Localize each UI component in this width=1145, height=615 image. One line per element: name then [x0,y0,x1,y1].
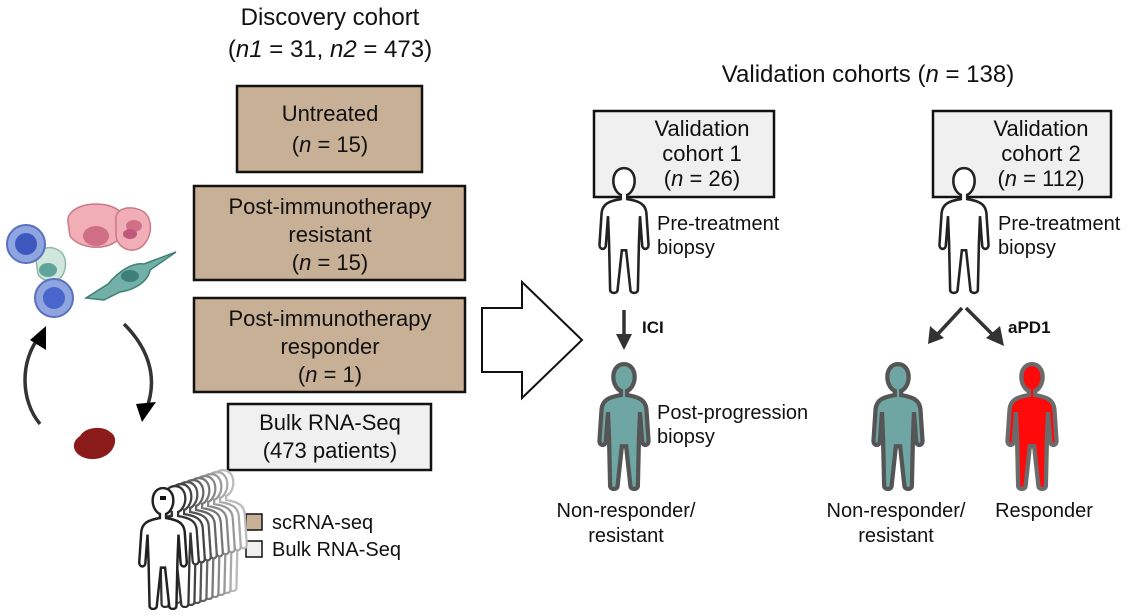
cohort2-nonresponder-label-2: resistant [858,525,934,547]
cohort2-responder-label: Responder [995,500,1093,522]
cohort2-nonresponder-label: Non-responder/ [827,500,966,522]
legend-swatch-scrna [245,513,263,531]
apd1-label: aPD1 [1008,318,1051,337]
svg-text:(n = 26): (n = 26) [664,166,740,191]
cohort1-postprogression-biopsy-label: biopsy [657,426,715,448]
cohort2-responder-human-icon [1007,364,1056,489]
legend-label-scrna: scRNA-seq [272,512,373,534]
svg-text:Post-immunotherapy: Post-immunotherapy [229,306,432,331]
cycle-arrow-up [23,334,42,426]
cohort1-pretreatment-label: Pre-treatment [657,213,780,235]
cycle-arrow-down [122,322,154,411]
cohort1-outcome-label: Non-responder/ [557,500,696,522]
cohort2-biopsy-label: biopsy [998,237,1056,259]
ici-label: ICI [642,318,664,337]
cohort2-pretreatment-label: Pre-treatment [998,213,1121,235]
untreated-box: Untreated (n = 15) [235,84,424,174]
bulk-rna-seq-box: Bulk RNA-Seq (473 patients) [226,402,433,472]
post-immunotherapy-resistant-box: Post-immunotherapy resistant (n = 15) [192,184,467,282]
post-immunotherapy-responder-box: Post-immunotherapy responder (n = 1) [192,296,467,394]
cohort1-outcome-label-2: resistant [588,525,664,547]
apd1-arrow-left [934,306,964,338]
svg-text:responder: responder [280,334,379,359]
apd1-arrow-right [964,306,996,338]
svg-text:Untreated: Untreated [282,101,379,126]
svg-text:Validation: Validation [994,116,1089,141]
flow-arrow [481,279,584,401]
cohort1-biopsy-label: biopsy [657,237,715,259]
svg-text:(n = 1): (n = 1) [298,362,362,387]
svg-text:Post-immunotherapy: Post-immunotherapy [229,194,432,219]
discovery-title: Discovery cohort [241,4,420,31]
legend-label-bulk: Bulk RNA-Seq [272,539,401,561]
legend: scRNA-seq Bulk RNA-Seq [245,512,401,561]
svg-text:(473 patients): (473 patients) [263,438,398,463]
svg-text:resistant: resistant [288,222,371,247]
svg-text:(n = 15): (n = 15) [292,132,368,157]
svg-text:Bulk RNA-Seq: Bulk RNA-Seq [259,410,401,435]
patients-stack-icon [137,468,248,610]
cells-illustration [6,203,177,318]
tumor-icon [73,427,116,460]
svg-text:cohort 1: cohort 1 [662,141,742,166]
legend-swatch-bulk [245,540,263,558]
cohort1-postprogression-label: Post-progression [657,402,808,424]
discovery-n-line: (n1 = 31, n2 = 473) [228,36,432,63]
svg-text:(n = 15): (n = 15) [292,250,368,275]
svg-text:cohort 2: cohort 2 [1001,141,1081,166]
validation-title: Validation cohorts (n = 138) [722,61,1014,88]
cohort2-nonresponder-human-icon [873,364,922,489]
svg-text:Validation: Validation [655,116,750,141]
svg-text:(n = 112): (n = 112) [997,166,1084,191]
cohort1-postprogression-human-icon [599,364,648,489]
